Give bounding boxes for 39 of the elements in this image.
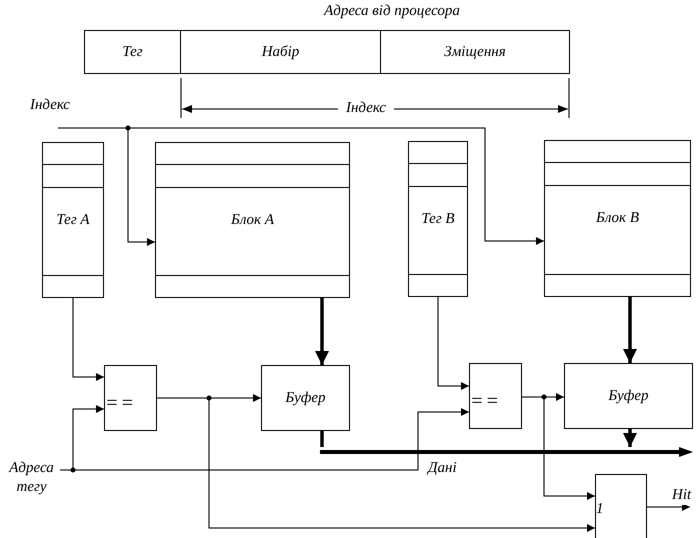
node-label: Зміщення [444,42,506,62]
node-label: == [105,390,136,416]
bus-label: Дані [428,459,457,478]
node-label: Адреса тегу [8,459,55,497]
data-bus-arrow [623,429,637,447]
node-label: Тег А [56,210,90,230]
node-label: Тег [122,42,143,62]
node-label: Блок В [596,209,639,228]
buffer-box [261,365,350,431]
data-bus-arrow [315,298,329,365]
signal-arrow [58,128,544,245]
node-label: Тег В [421,210,455,228]
tag-memory [42,142,104,298]
address-format [84,2,570,74]
node-label: == [470,388,501,414]
node-label: Буфер [285,388,326,408]
node-label: Адреса від процесора [324,2,460,21]
buffer-box [564,363,693,429]
tag-memory [408,141,468,297]
node-label: Буфер [608,386,649,406]
edge-label: Hit [670,486,694,505]
node-label: Блок А [230,210,274,230]
address-field [380,30,570,74]
signal-arrow [438,296,470,390]
data-bus [320,447,693,457]
data-bus-arrow [623,297,637,363]
signal-arrow [646,503,690,511]
data-block [544,140,691,297]
comparator-box [104,365,157,431]
signal-arrow [72,298,104,381]
signal-arrow [156,398,596,532]
node-label: Набір [262,42,300,62]
address-field [84,30,181,74]
node-label: 1 [596,500,604,519]
address-field [180,30,381,74]
or-gate [595,474,647,538]
node-label: Індекс [30,96,70,115]
comparator-box [469,363,522,429]
data-block [155,142,350,298]
